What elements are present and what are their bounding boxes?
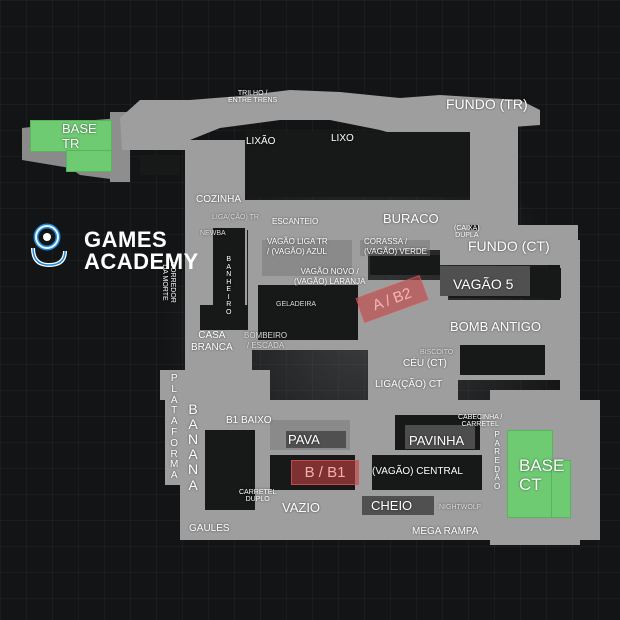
bombsite-b: B / B1 xyxy=(291,460,359,485)
logo-line-games: GAMES xyxy=(84,227,168,252)
label-pava: PAVA xyxy=(288,432,320,447)
label-vagao-central: (VAGÃO) CENTRAL xyxy=(372,466,463,477)
label-newba: NEWBA xyxy=(200,230,226,237)
label-lixo: LIXO xyxy=(331,133,354,144)
label-liga-ct: LIGA(ÇÃO) CT xyxy=(375,379,443,390)
label-cabecinha: CABECINHA / CARRETEL xyxy=(458,414,503,428)
logo-line-academy: ACADEMY xyxy=(84,249,199,275)
label-fundo-ct: FUNDO (CT) xyxy=(468,238,550,254)
label-caixa-dupla: (CAIXA) DUPLA xyxy=(454,225,480,239)
label-vagao-5: VAGÃO 5 xyxy=(453,276,514,292)
base-ct-label: BASE CT xyxy=(519,456,565,495)
label-geladeira: GELADEIRA xyxy=(276,301,317,308)
label-liga-tr: LIGA(ÇÃO) TR xyxy=(212,214,259,221)
label-buraco: BURACO xyxy=(383,211,439,226)
games-academy-logo: GAMES ACADEMY xyxy=(28,223,198,273)
label-escanteio: ESCANTEIO xyxy=(272,217,319,226)
label-vazio: VAZIO xyxy=(282,500,321,515)
label-gaules: GAULES xyxy=(189,523,230,534)
label-bombeiro: BOMBEIRO / ESCADA xyxy=(244,331,288,350)
base-tr-label: BASE TR xyxy=(62,121,97,151)
label-plates xyxy=(286,266,530,515)
base-ct-zone-right xyxy=(551,460,571,518)
label-pavinha: PAVINHA xyxy=(409,433,465,448)
label-lixao: LIXÃO xyxy=(246,136,276,147)
label-cozinha: COZINHA xyxy=(196,194,241,205)
base-tr-zone-lower xyxy=(66,150,112,172)
floor-shading xyxy=(262,240,475,450)
label-cheio: CHEIO xyxy=(371,498,413,513)
label-mega-rampa: MEGA RAMPA xyxy=(412,526,479,537)
label-trilho: TRILHO / ENTRE TRENS xyxy=(228,90,278,104)
label-b1-baixo: B1 BAIXO xyxy=(226,415,272,426)
label-bomb-antigo: BOMB ANTIGO xyxy=(450,319,542,334)
label-biscoito: BISCOITO xyxy=(420,349,454,356)
label-ceu-ct: CÉU (CT) xyxy=(403,358,447,369)
label-fundo-tr: FUNDO (TR) xyxy=(446,96,528,112)
label-vagao-liga-tr: VAGÃO LIGA TR / (VAGÃO) AZUL xyxy=(267,237,328,256)
label-corassa: CORASSA / (VAGÃO) VERDE xyxy=(364,237,427,256)
label-carretel-duplo: CARRETEL DUPLO xyxy=(239,489,277,503)
label-vagao-novo: VAGÃO NOVO / (VAGÃO) LARANJA xyxy=(294,267,366,286)
games-academy-g-icon xyxy=(31,223,67,268)
label-nightwolf: NIGHTWOLF xyxy=(439,504,481,511)
label-casa-branca: CASA BRANCA xyxy=(191,330,233,353)
